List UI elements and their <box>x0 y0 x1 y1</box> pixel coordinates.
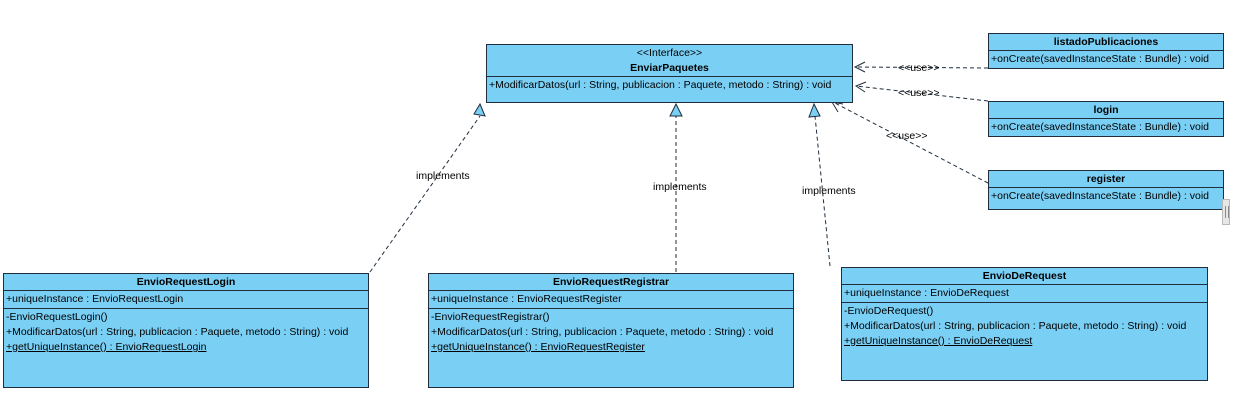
class-listadopublicaciones[interactable]: listadoPublicaciones +onCreate(savedInst… <box>988 33 1224 69</box>
operation: -EnvioRequestLogin() <box>6 311 108 323</box>
use-arrowhead-register <box>831 101 844 113</box>
interface-enviarpaquetes[interactable]: <<Interface>> EnviarPaquetes +ModificarD… <box>486 44 853 103</box>
use-edge-register <box>832 101 989 184</box>
class-attributes: +uniqueInstance : EnvioRequestRegister <box>429 291 793 309</box>
operation: +onCreate(savedInstanceState : Bundle) :… <box>991 53 1210 65</box>
operation: +ModificarDatos(url : String, publicacio… <box>431 326 774 338</box>
static-operation: +getUniqueInstance() : EnvioDeRequest <box>844 335 1033 347</box>
class-name: register <box>989 171 1223 188</box>
operation: -EnvioRequestRegistrar() <box>431 311 550 323</box>
class-name: listadoPublicaciones <box>989 34 1223 51</box>
operation: +ModificarDatos(url : String, publicacio… <box>844 320 1187 332</box>
use-arrowhead-listado <box>853 61 866 73</box>
grip-lines <box>1225 206 1229 218</box>
class-name: EnvioRequestRegistrar <box>429 274 793 291</box>
implements-label-login: implements <box>416 170 470 182</box>
attribute: +uniqueInstance : EnvioRequestRegister <box>431 293 622 305</box>
attribute: +uniqueInstance : EnvioDeRequest <box>844 287 1009 299</box>
realization-triangle-deRequest <box>808 102 821 118</box>
realization-triangle-login <box>473 102 486 117</box>
interface-stereotype: <<Interface>> <box>636 47 703 59</box>
class-name: login <box>989 102 1223 119</box>
class-operations: -EnvioRequestRegistrar() +ModificarDatos… <box>429 309 793 356</box>
realization-triangle-registrar <box>669 102 683 117</box>
attribute: +uniqueInstance : EnvioRequestLogin <box>6 293 184 305</box>
implements-edge-login <box>369 115 481 273</box>
class-register[interactable]: register +onCreate(savedInstanceState : … <box>988 170 1224 210</box>
class-name: EnvioDeRequest <box>842 268 1207 285</box>
interface-header: <<Interface>> EnviarPaquetes <box>487 45 852 77</box>
use-edge-listado <box>855 66 989 69</box>
static-operation: +getUniqueInstance() : EnvioRequestRegis… <box>431 341 645 353</box>
class-enviodeRequest[interactable]: EnvioDeRequest +uniqueInstance : EnvioDe… <box>841 267 1208 381</box>
operation: +onCreate(savedInstanceState : Bundle) :… <box>991 121 1210 133</box>
class-operations: +onCreate(savedInstanceState : Bundle) :… <box>989 188 1223 205</box>
operation: -EnvioDeRequest() <box>844 305 934 317</box>
static-operation: +getUniqueInstance() : EnvioRequestLogin <box>6 341 207 353</box>
operation: +ModificarDatos(url : String, publicacio… <box>6 326 349 338</box>
resize-grip-handle[interactable] <box>1222 199 1230 225</box>
implements-label-registrar: implements <box>653 181 707 193</box>
operation: +ModificarDatos(url : String, publicacio… <box>489 79 832 91</box>
class-operations: +onCreate(savedInstanceState : Bundle) :… <box>989 119 1223 136</box>
class-attributes: +uniqueInstance : EnvioDeRequest <box>842 285 1207 303</box>
class-enviorequestregistrar[interactable]: EnvioRequestRegistrar +uniqueInstance : … <box>428 273 794 388</box>
class-attributes: +uniqueInstance : EnvioRequestLogin <box>4 291 368 309</box>
use-edge-login <box>855 85 989 102</box>
interface-name: EnviarPaquetes <box>630 62 709 74</box>
use-label-register: <<use>> <box>886 130 927 142</box>
class-login[interactable]: login +onCreate(savedInstanceState : Bun… <box>988 101 1224 137</box>
operation: +onCreate(savedInstanceState : Bundle) :… <box>991 190 1210 202</box>
class-operations: +onCreate(savedInstanceState : Bundle) :… <box>989 51 1223 68</box>
implements-label-deRequest: implements <box>802 185 856 197</box>
class-enviorequestlogin[interactable]: EnvioRequestLogin +uniqueInstance : Envi… <box>3 273 369 388</box>
class-operations: -EnvioRequestLogin() +ModificarDatos(url… <box>4 309 368 356</box>
use-label-login: <<use>> <box>898 87 939 99</box>
interface-operations: +ModificarDatos(url : String, publicacio… <box>487 77 852 94</box>
use-label-listado: <<use>> <box>898 62 939 74</box>
class-name: EnvioRequestLogin <box>4 274 368 291</box>
use-arrowhead-login <box>854 81 867 93</box>
class-operations: -EnvioDeRequest() +ModificarDatos(url : … <box>842 303 1207 350</box>
